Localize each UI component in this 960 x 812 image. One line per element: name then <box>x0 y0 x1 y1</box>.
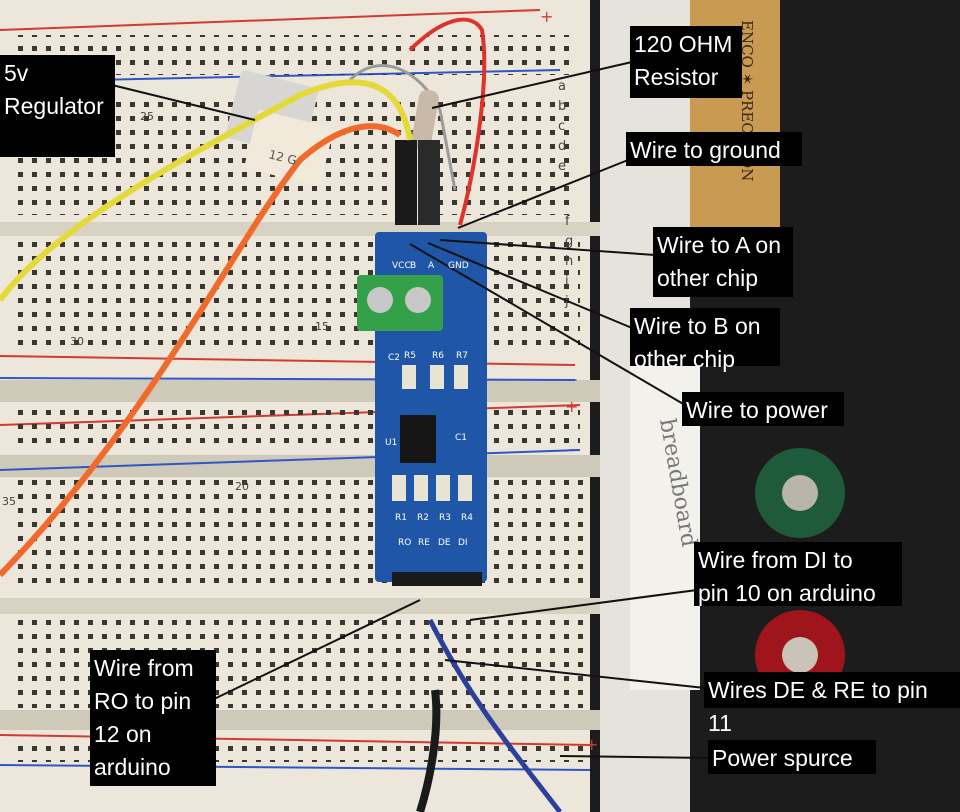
column-number: 15 <box>315 320 329 333</box>
di-wire-label: Wire from DI to pin 10 on arduino <box>694 542 902 606</box>
cap-label: C1 <box>455 433 467 443</box>
row-letter: h <box>565 254 573 269</box>
resistor-label: R5 <box>404 351 416 361</box>
rail-plus-label: + <box>540 7 553 26</box>
resistor-label: R4 <box>461 513 473 523</box>
blue-wire <box>427 618 562 812</box>
row-letter: a <box>558 79 566 94</box>
smd-resistor <box>454 365 468 389</box>
module-pin-label: A <box>428 261 435 271</box>
pointer-line <box>439 239 656 256</box>
hole-grid <box>10 405 580 445</box>
rail-minus-label: − <box>565 370 578 389</box>
smd-resistor <box>458 475 472 501</box>
orange-wire <box>0 123 402 578</box>
smd-resistor <box>430 365 444 389</box>
chip-label: U1 <box>385 438 397 448</box>
row-letter: d <box>558 139 566 154</box>
pointer-line <box>409 243 686 406</box>
ground-wire-label: Wire to ground <box>626 132 802 166</box>
power-source-label: Power spurce <box>708 740 876 774</box>
rail-minus-label: − <box>568 440 581 459</box>
smd-resistor <box>392 475 406 501</box>
module-header <box>392 572 482 586</box>
module-pin-label: GND <box>448 261 469 271</box>
regulator-label: 5v Regulator <box>0 55 115 157</box>
resistor-label: R6 <box>432 351 444 361</box>
row-letter: e <box>558 159 566 174</box>
resistor-label: R3 <box>439 513 451 523</box>
center-channel-bottom <box>0 598 600 614</box>
pointer-line <box>431 61 633 109</box>
smd-resistor <box>402 365 416 389</box>
pointer-line <box>111 84 256 121</box>
regulator-body <box>244 110 334 186</box>
column-number: 35 <box>2 495 16 508</box>
wire-b-label: Wire to B on other chip <box>630 308 780 372</box>
row-letter: i <box>565 274 569 289</box>
terminal-screw <box>367 287 393 313</box>
terminal-screw <box>405 287 431 313</box>
header-pin <box>418 140 440 225</box>
module-pin-label: RO <box>398 538 411 548</box>
power-jack-post <box>782 637 818 673</box>
ro-wire-label: Wire from RO to pin 12 on arduino <box>90 650 216 786</box>
column-number: 25 <box>140 110 154 123</box>
pointer-line <box>211 599 421 701</box>
header-pin <box>395 140 417 225</box>
paper-note <box>630 330 700 690</box>
column-number: 30 <box>70 335 84 348</box>
module-pin-label: DI <box>458 538 468 548</box>
resistor-body <box>411 89 439 151</box>
rail-line-red <box>0 9 541 31</box>
black-wire <box>416 689 441 812</box>
yellow-wire <box>0 79 413 302</box>
row-letter: f <box>565 214 570 229</box>
rail-plus-label: + <box>585 735 598 754</box>
pointer-line <box>559 755 711 759</box>
regulator-marking: 12 G <box>267 147 298 167</box>
de-re-wire-label: Wires DE & RE to pin 11 <box>704 672 960 736</box>
rail-gap-1 <box>0 380 600 402</box>
max485-chip <box>400 415 436 463</box>
wire-a-label: Wire to A on other chip <box>653 227 793 297</box>
cap-label: C2 <box>388 353 400 363</box>
center-channel-top <box>0 222 600 236</box>
row-letter: j <box>564 294 569 309</box>
module-pin-label: DE <box>438 538 451 548</box>
smd-resistor <box>414 475 428 501</box>
red-wire <box>408 17 487 226</box>
resistor-label: R2 <box>417 513 429 523</box>
hole-grid <box>10 240 580 350</box>
power-wire-label: Wire to power <box>682 392 844 426</box>
rail-plus-label: + <box>565 397 578 416</box>
pointer-line <box>457 159 629 229</box>
module-pin-label: RE <box>418 538 430 548</box>
module-pin-label: VCC <box>392 261 411 271</box>
pointer-line <box>469 589 698 621</box>
module-pin-label: B <box>410 261 416 271</box>
ground-jack-post <box>782 475 818 511</box>
resistor-label: R1 <box>395 513 407 523</box>
resistor-label: R7 <box>456 351 468 361</box>
row-letter: c <box>558 119 565 134</box>
smd-resistor <box>436 475 450 501</box>
pointer-line <box>427 242 633 329</box>
pointer-line <box>444 659 706 689</box>
column-number: 20 <box>235 480 249 493</box>
row-letter: b <box>558 99 566 114</box>
hole-grid <box>10 480 590 590</box>
row-letter: g <box>565 234 573 249</box>
resistor-label-callout: 120 OHM Resistor <box>630 26 742 98</box>
